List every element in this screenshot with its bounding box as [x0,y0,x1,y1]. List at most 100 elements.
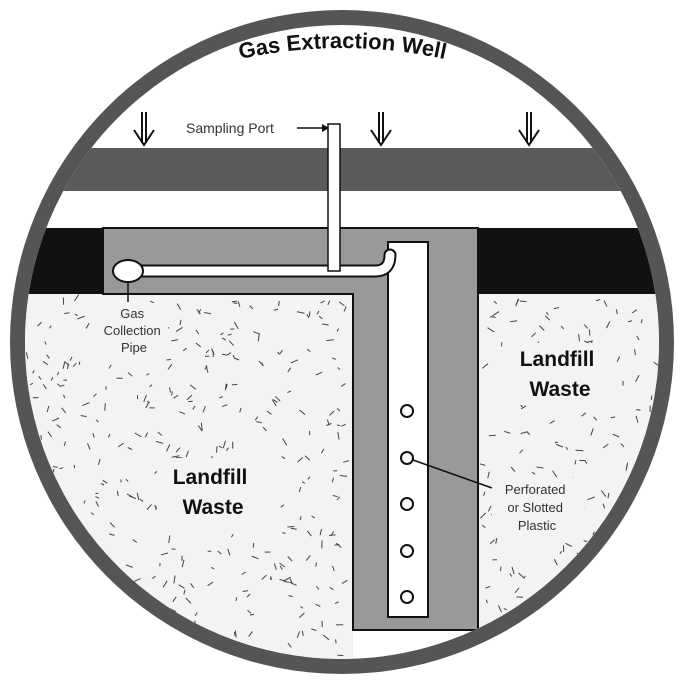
waste-speckle [500,651,507,653]
waste-speckle [671,643,673,650]
waste-speckle [500,566,502,571]
waste-speckle [290,359,299,364]
waste-speckle [273,308,279,311]
waste-speckle [262,426,267,432]
hole-icon [400,404,414,418]
waste-speckle [545,312,549,316]
waste-speckle [616,661,618,665]
waste-speckle [246,593,251,598]
waste-speckle [102,479,108,484]
waste-speckle [615,309,618,315]
waste-speckle [147,625,150,633]
waste-speckle [118,442,124,448]
waste-speckle [549,420,555,424]
waste-speckle [239,660,241,666]
waste-speckle [222,404,228,407]
waste-speckle [503,608,508,611]
waste-speckle [56,372,60,376]
waste-speckle [233,302,238,304]
waste-speckle [185,450,189,458]
perforated-label-bg [492,478,584,538]
collection-pipe [123,250,395,276]
waste-speckle [559,607,564,610]
gravel-pack [102,227,479,631]
waste-speckle [578,334,580,342]
waste-speckle [301,481,306,484]
waste-speckle [340,423,346,427]
waste-speckle [620,538,628,542]
waste-speckle [43,604,48,611]
waste-speckle [590,428,594,436]
waste-speckle [52,417,60,422]
waste-speckle [327,300,331,306]
waste-speckle [519,300,527,303]
waste-speckle [231,300,237,303]
waste-speckle [227,333,232,336]
waste-speckle [589,606,593,609]
waste-speckle [289,581,297,586]
waste-speckle [222,440,226,449]
waste-speckle [44,341,47,345]
waste-speckle [225,352,232,357]
waste-speckle [79,649,82,655]
waste-speckle [171,455,180,458]
waste-speckle [643,515,649,523]
waste-speckle [125,564,133,568]
waste-speckle [204,312,212,315]
waste-speckle [481,524,486,529]
waste-speckle [299,409,306,416]
waste-speckle [598,666,601,670]
waste-speckle [553,558,558,566]
waste-speckle [536,466,544,469]
waste-speckle [665,670,670,672]
waste-speckle [205,349,210,354]
waste-speckle [197,425,203,432]
waste-speckle [116,609,122,613]
waste-speckle [296,311,305,314]
waste-speckle [233,321,239,330]
waste-speckle [332,495,338,498]
waste-speckle [69,356,73,361]
waste-speckle [287,556,293,562]
waste-speckle [145,402,150,409]
waste-speckle [638,580,645,583]
waste-speckle [331,477,335,483]
waste-speckle [175,447,181,453]
waste-speckle [239,407,242,413]
waste-speckle [519,449,524,454]
waste-speckle [305,555,311,561]
waste-speckle [480,512,487,519]
waste-speckle [182,347,187,352]
waste-speckle [178,584,185,589]
waste-speckle [123,647,127,653]
waste-speckle [680,564,682,568]
sampling-port-riser [327,123,341,272]
waste-speckle [149,384,153,388]
waste-speckle [186,394,193,401]
waste-speckle [105,665,109,666]
waste-speckle [518,572,525,579]
landfill-waste-left-label-bg [160,458,268,524]
waste-speckle [205,365,209,373]
waste-speckle [84,597,86,605]
waste-speckle [488,434,496,437]
down-arrow-icon [370,112,392,147]
waste-speckle [224,383,227,391]
waste-speckle [93,635,98,638]
waste-speckle [335,542,342,548]
waste-speckle [555,443,564,448]
waste-speckle [626,564,628,571]
waste-speckle [290,527,297,530]
waste-speckle [545,645,552,652]
waste-speckle [515,298,520,305]
waste-speckle [641,572,645,578]
waste-speckle [658,602,659,607]
waste-speckle [104,656,108,659]
waste-speckle [218,445,223,449]
waste-speckle [514,587,520,594]
waste-speckle [331,357,337,360]
waste-speckle [172,596,177,602]
waste-speckle [72,648,80,653]
waste-speckle [73,464,76,469]
waste-speckle [46,354,50,359]
